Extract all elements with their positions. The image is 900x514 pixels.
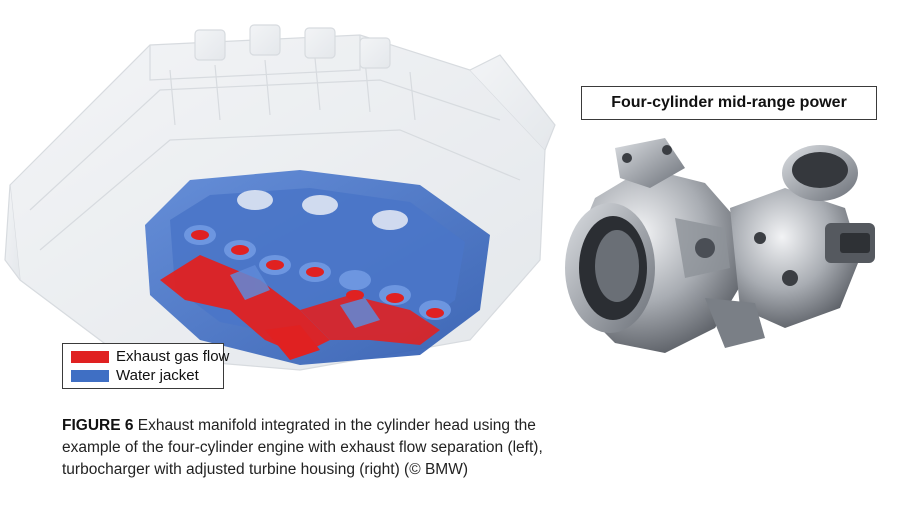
caption-line-2: example of the four-cylinder engine with… — [62, 439, 543, 456]
legend-label-water-jacket: Water jacket — [116, 367, 199, 384]
figure-area: Four-cylinder mid-range power Exhaust ga… — [4, 24, 877, 389]
caption-line-3: turbocharger with adjusted turbine housi… — [62, 461, 468, 478]
panel-title: Four-cylinder mid-range power — [611, 94, 847, 111]
caption-text-1: Exhaust manifold integrated in the cylin… — [137, 417, 536, 434]
legend-swatch-water-jacket — [71, 369, 109, 382]
legend-swatch-exhaust — [71, 350, 109, 363]
legend-label-exhaust: Exhaust gas flow — [116, 348, 230, 365]
caption-line-1: FIGURE 6 Exhaust manifold integrated in … — [62, 415, 822, 437]
caption-figure-label: FIGURE 6 — [62, 417, 134, 434]
turbocharger-illustration — [565, 138, 875, 353]
legend-item-exhaust: Exhaust gas flow — [71, 347, 229, 366]
panel-title-box: Four-cylinder mid-range power — [581, 86, 877, 120]
figure-caption: FIGURE 6 Exhaust manifold integrated in … — [62, 415, 822, 481]
legend: Exhaust gas flow Water jacket — [62, 343, 229, 389]
legend-item-water-jacket: Water jacket — [71, 366, 215, 385]
cylinder-head-illustration — [4, 24, 556, 371]
